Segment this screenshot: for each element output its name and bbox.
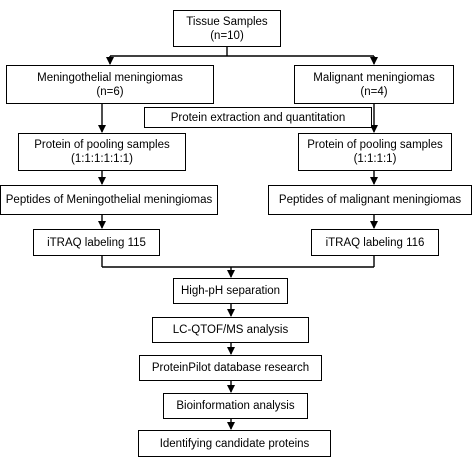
lc-qtof-ms-box: LC-QTOF/MS analysis <box>152 317 309 343</box>
high-ph-label: High-pH separation <box>180 285 281 297</box>
tissue-samples-box: Tissue Samples (n=10) <box>173 10 281 47</box>
bioinformation-label: Bioinformation analysis <box>176 400 295 412</box>
itraq-115-label: iTRAQ labeling 115 <box>47 236 146 249</box>
malignant-meningiomas-box: Malignant meningiomas (n=4) <box>294 65 454 104</box>
tissue-samples-count: (n=10) <box>210 29 244 42</box>
peptides-meningothelial-box: Peptides of Meningothelial meningiomas <box>0 185 218 215</box>
pooling-samples-right-box: Protein of pooling samples (1:1:1:1) <box>298 133 452 171</box>
meningothelial-count: (n=6) <box>96 85 124 98</box>
peptides-malignant-box: Peptides of malignant meningiomas <box>268 185 472 215</box>
protein-extraction-label: Protein extraction and quantitation <box>170 111 346 124</box>
pooling-left-label: Protein of pooling samples <box>34 139 170 151</box>
pooling-left-ratio: (1:1:1:1:1:1) <box>70 153 133 165</box>
itraq-116-label: iTRAQ labeling 116 <box>325 236 425 249</box>
identifying-label: Identifying candidate proteins <box>159 437 310 450</box>
pooling-right-ratio: (1:1:1:1) <box>353 153 397 165</box>
tissue-samples-title: Tissue Samples <box>186 15 268 28</box>
malignant-count: (n=4) <box>360 85 388 98</box>
identifying-proteins-box: Identifying candidate proteins <box>138 430 331 457</box>
pooling-samples-left-box: Protein of pooling samples (1:1:1:1:1:1) <box>18 133 186 171</box>
itraq-115-box: iTRAQ labeling 115 <box>33 229 160 256</box>
malignant-label: Malignant meningiomas <box>313 71 435 84</box>
proteinpilot-box: ProteinPilot database research <box>139 355 322 381</box>
bioinformation-box: Bioinformation analysis <box>163 393 308 419</box>
peptides-left-label: Peptides of Meningothelial meningiomas <box>5 194 213 206</box>
meningothelial-label: Meningothelial meningiomas <box>37 71 183 84</box>
peptides-right-label: Peptides of malignant meningiomas <box>278 194 462 206</box>
proteinpilot-label: ProteinPilot database research <box>151 362 310 374</box>
lc-qtof-label: LC-QTOF/MS analysis <box>172 324 289 336</box>
meningothelial-meningiomas-box: Meningothelial meningiomas (n=6) <box>6 65 214 104</box>
itraq-116-box: iTRAQ labeling 116 <box>311 229 439 256</box>
protein-extraction-box: Protein extraction and quantitation <box>144 107 372 128</box>
high-ph-separation-box: High-pH separation <box>173 278 288 304</box>
pooling-right-label: Protein of pooling samples <box>307 139 443 151</box>
